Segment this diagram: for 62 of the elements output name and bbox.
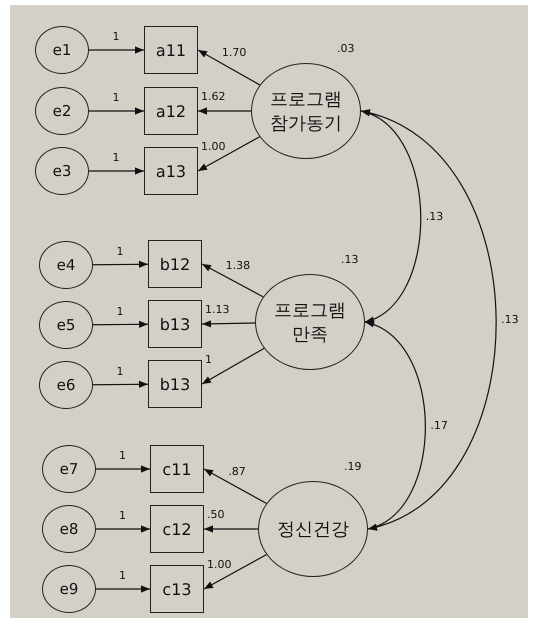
arrow	[198, 49, 260, 86]
arrow	[204, 525, 258, 533]
arrow	[202, 348, 264, 385]
arrow	[202, 263, 264, 298]
edge-label: 1	[118, 570, 127, 582]
double-headed-arrow	[364, 321, 426, 530]
edge-label: .87	[227, 466, 247, 478]
double-headed-arrow	[360, 110, 497, 530]
observed-variable-box: c11	[150, 445, 204, 493]
arrow	[96, 465, 150, 473]
error-term-circle: e1	[35, 26, 89, 74]
edge-label: 1	[118, 450, 127, 462]
observed-variable-box: b13	[148, 300, 202, 348]
arrow	[202, 320, 256, 328]
arrow	[198, 136, 260, 172]
edge-label: .17	[429, 420, 449, 432]
edge-label: 1	[118, 510, 127, 522]
variance-label: .13	[340, 254, 360, 266]
error-term-circle: e7	[42, 445, 96, 493]
edge-label: 1	[115, 246, 124, 258]
arrow	[89, 46, 144, 54]
edge-label: .13	[500, 314, 520, 326]
observed-variable-box: a12	[144, 87, 198, 135]
observed-variable-box: b13	[148, 360, 202, 408]
observed-variable-box: b12	[148, 240, 202, 288]
arrow	[204, 468, 267, 504]
edge-label: 1.62	[200, 91, 226, 103]
observed-variable-box: a11	[144, 26, 198, 74]
error-term-circle: e5	[39, 301, 93, 349]
observed-variable-box: c13	[150, 565, 204, 613]
arrow	[93, 380, 148, 388]
arrow	[96, 585, 150, 593]
edge-label: 1.00	[206, 559, 232, 571]
latent-variable-ellipse: 정신건강	[258, 481, 368, 577]
edge-label: 1	[115, 366, 124, 378]
arrow	[204, 554, 267, 590]
arrow	[93, 260, 148, 268]
variance-label: .03	[336, 43, 356, 55]
error-term-circle: e6	[39, 361, 93, 409]
arrow	[89, 107, 144, 115]
observed-variable-box: c12	[150, 505, 204, 553]
observed-variable-box: a13	[144, 147, 198, 195]
latent-variable-ellipse: 프로그램 만족	[255, 274, 365, 370]
error-term-circle: e9	[42, 565, 96, 613]
edge-label: 1.00	[200, 141, 226, 153]
error-term-circle: e2	[35, 87, 89, 135]
edge-label: 1.38	[224, 260, 252, 272]
variance-label: .19	[343, 461, 362, 473]
error-term-circle: e3	[35, 147, 89, 195]
edge-label: .50	[206, 509, 226, 521]
double-headed-arrow	[360, 110, 422, 323]
latent-variable-ellipse: 프로그램 참가동기	[251, 63, 361, 159]
arrow	[198, 107, 251, 115]
error-term-circle: e4	[39, 241, 93, 289]
arrow	[89, 167, 144, 175]
edge-label: 1.13	[204, 304, 230, 316]
edge-label: 1	[204, 354, 213, 366]
arrow	[93, 320, 148, 328]
arrow	[96, 525, 150, 533]
edge-label: 1	[115, 306, 124, 318]
edge-label: 1.70	[220, 47, 248, 60]
error-term-circle: e8	[42, 505, 96, 553]
